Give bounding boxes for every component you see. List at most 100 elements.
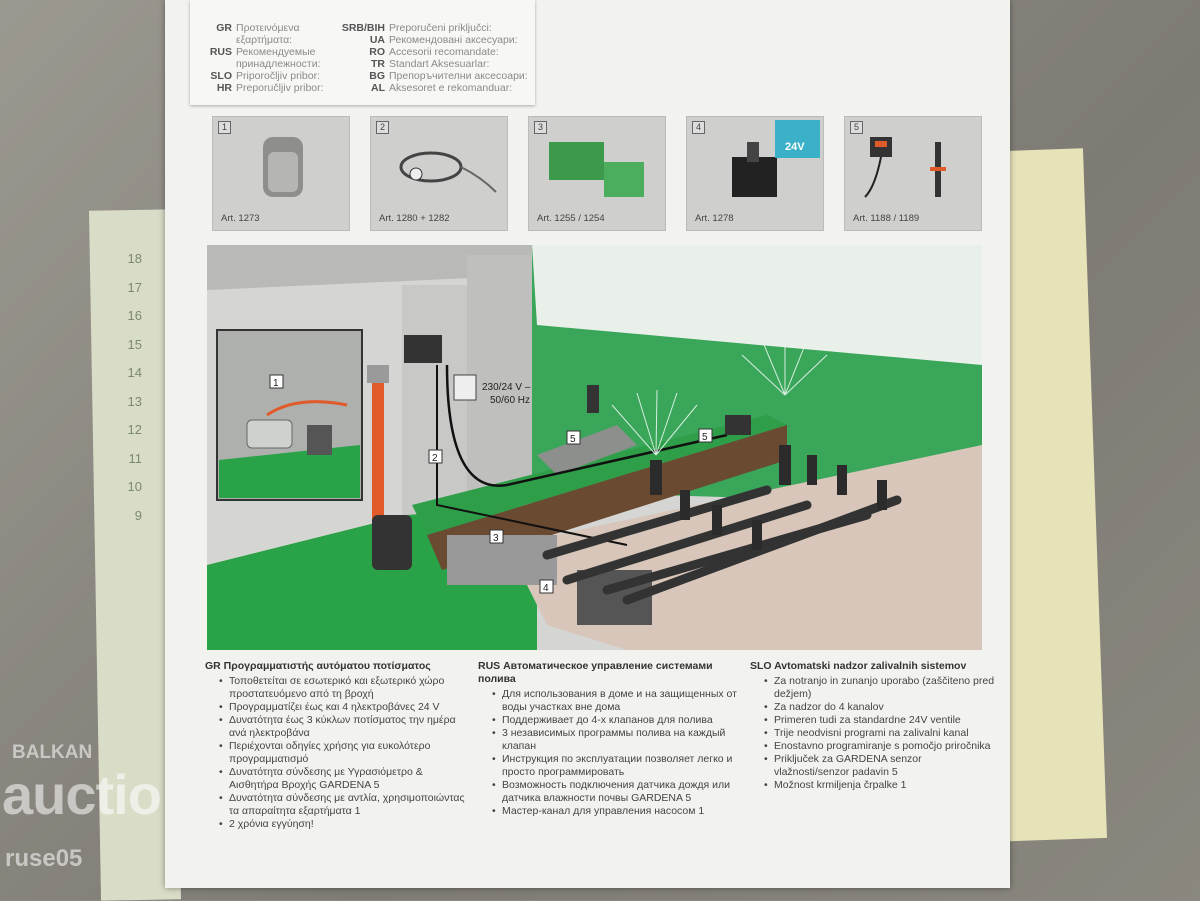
text-column-rus: RUS Автоматическое управление системами …: [478, 660, 744, 818]
watermark-line-3: ruse05: [5, 845, 83, 872]
accessory-header-row: SRB/BIH Preporučeni priključci:: [335, 22, 528, 34]
feature-item: Мастер-канал для управления насосом 1: [492, 805, 744, 818]
article-number: Art. 1188 / 1189: [853, 213, 920, 224]
feature-item: Для использования в доме и на защищенных…: [492, 688, 744, 714]
marker-5b: 5: [698, 428, 713, 443]
feature-list: Для использования в доме и на защищенных…: [478, 688, 744, 818]
marker-2: 2: [428, 449, 443, 464]
column-title: RUS Автоматическое управление системами …: [478, 660, 713, 685]
ruler-number: 15: [127, 336, 142, 352]
feature-item: Τοποθετείται σε εσωτερικό και εξωτερικό …: [219, 675, 473, 701]
language-text: Preporučljiv pribor:: [236, 82, 324, 94]
accessories-header-left: GR Προτεινόμενα εξαρτήματα: RUS Рекомендуем…: [200, 22, 324, 94]
ruler-number: 17: [127, 279, 142, 295]
column-title: SLO Avtomatski nadzor zalivalnih sistemo…: [750, 660, 967, 672]
voltage-badge: 24V: [785, 141, 805, 153]
cable-icon: [399, 151, 497, 193]
text-column-gr: GR Προγραμματιστής αυτόματου ποτίσματοςΤ…: [205, 660, 473, 831]
box-flap: [190, 0, 535, 105]
feature-item: Priključek za GARDENA senzor vlažnosti/s…: [764, 753, 998, 779]
language-code: SRB/BIH: [341, 22, 385, 34]
language-text: Standart Aksesuarlar:: [389, 58, 490, 70]
text-column-slo: SLO Avtomatski nadzor zalivalnih sistemo…: [750, 660, 998, 792]
watermark-line-2: auctio: [2, 763, 162, 826]
feature-item: 3 независимых программы полива на каждый…: [492, 727, 744, 753]
feature-item: Προγραμματίζει έως και 4 ηλεκτροβάνες 24…: [219, 701, 473, 714]
feature-item: Trije neodvisni programi na zalivalni ka…: [764, 727, 998, 740]
feature-item: Περιέχονται οδηγίες χρήσης για ευκολότερ…: [219, 740, 473, 766]
accessory-header-row: BG Препоръчителни аксесоари:: [335, 70, 528, 82]
language-code: AL: [371, 82, 385, 94]
ruler-number: 10: [127, 479, 142, 494]
language-text: Рекомендуемые принадлежности:: [236, 46, 321, 70]
ruler-number: 13: [127, 393, 142, 409]
language-text: Accesorii recomandate:: [389, 46, 499, 58]
language-text: Priporočljiv pribor:: [236, 70, 321, 82]
ruler-number: 16: [127, 308, 142, 323]
feature-list: Τοποθετείται σε εσωτερικό και εξωτερικό …: [205, 675, 473, 831]
marker-3: 3: [489, 529, 504, 544]
power-label-2: 50/60 Hz: [490, 395, 530, 406]
feature-item: Za notranjo in zunanjo uporabo (zaščiten…: [764, 675, 998, 701]
column-title: GR Προγραμματιστής αυτόματου ποτίσματος: [205, 660, 431, 672]
feature-item: Возможность подключения датчика дождя ил…: [492, 779, 744, 805]
watermark-line-1: BALKAN: [12, 742, 93, 763]
power-label-1: 230/24 V –: [482, 382, 531, 393]
tile-number: 2: [376, 121, 389, 134]
svg-text:4: 4: [543, 583, 549, 594]
ruler-number: 14: [127, 365, 142, 380]
accessory-header-row: SLO Priporočljiv pribor:: [200, 70, 324, 82]
language-code: GR: [216, 22, 232, 34]
pump-icon: [263, 137, 303, 197]
accessory-header-row: GR Προτεινόμενα εξαρτήματα:: [200, 22, 324, 46]
language-code: TR: [371, 58, 385, 70]
tile-number: 4: [692, 121, 705, 134]
svg-text:1: 1: [273, 378, 279, 389]
language-code: UA: [369, 34, 385, 46]
accessory-header-row: RUS Рекомендуемые принадлежности:: [200, 46, 324, 70]
tile-number: 5: [850, 121, 863, 134]
feature-item: Primeren tudi za standardne 24V ventile: [764, 714, 998, 727]
sensor-icon: [864, 137, 946, 198]
ruler-number: 12: [127, 422, 142, 437]
feature-item: Za nadzor do 4 kanalov: [764, 701, 998, 714]
feature-item: Δυνατότητα σύνδεσης με αντλία, χρησιμοπο…: [219, 792, 473, 818]
svg-text:3: 3: [493, 533, 499, 544]
language-text: Препоръчителни аксесоари:: [389, 70, 528, 82]
ruler-number: 18: [127, 251, 142, 266]
language-code: RUS: [209, 46, 232, 58]
feature-item: Δυνατότητα σύνδεσης με Υγρασιόμετρο & Αι…: [219, 766, 473, 792]
marker-1: 1: [269, 374, 284, 389]
valve-box-icon: [549, 142, 644, 197]
svg-text:5: 5: [570, 434, 576, 445]
language-text: Προτεινόμενα εξαρτήματα:: [236, 22, 300, 46]
language-text: Preporučeni priključci:: [389, 22, 492, 34]
article-number: Art. 1255 / 1254: [537, 213, 605, 224]
marker-4: 4: [539, 579, 554, 594]
article-number: Art. 1278: [695, 213, 734, 224]
feature-item: Инструкция по эксплуатации позволяет лег…: [492, 753, 744, 779]
irrigation-illustration: 1 2 3 4 5 5 230/24 V – 50/60 Hz: [207, 245, 982, 650]
feature-item: Možnost krmiljenja črpalke 1: [764, 779, 998, 792]
svg-text:2: 2: [432, 453, 438, 464]
accessory-header-row: TR Standart Aksesuarlar:: [335, 58, 528, 70]
language-code: BG: [369, 70, 385, 82]
feature-item: 2 χρόνια εγγύηση!: [219, 818, 473, 831]
language-code: SLO: [210, 70, 232, 82]
article-number: Art. 1280 + 1282: [379, 213, 450, 224]
ruler-number: 11: [128, 450, 143, 466]
tile-number: 1: [218, 121, 231, 134]
tile-number: 3: [534, 121, 547, 134]
valve-icon: [732, 120, 820, 197]
